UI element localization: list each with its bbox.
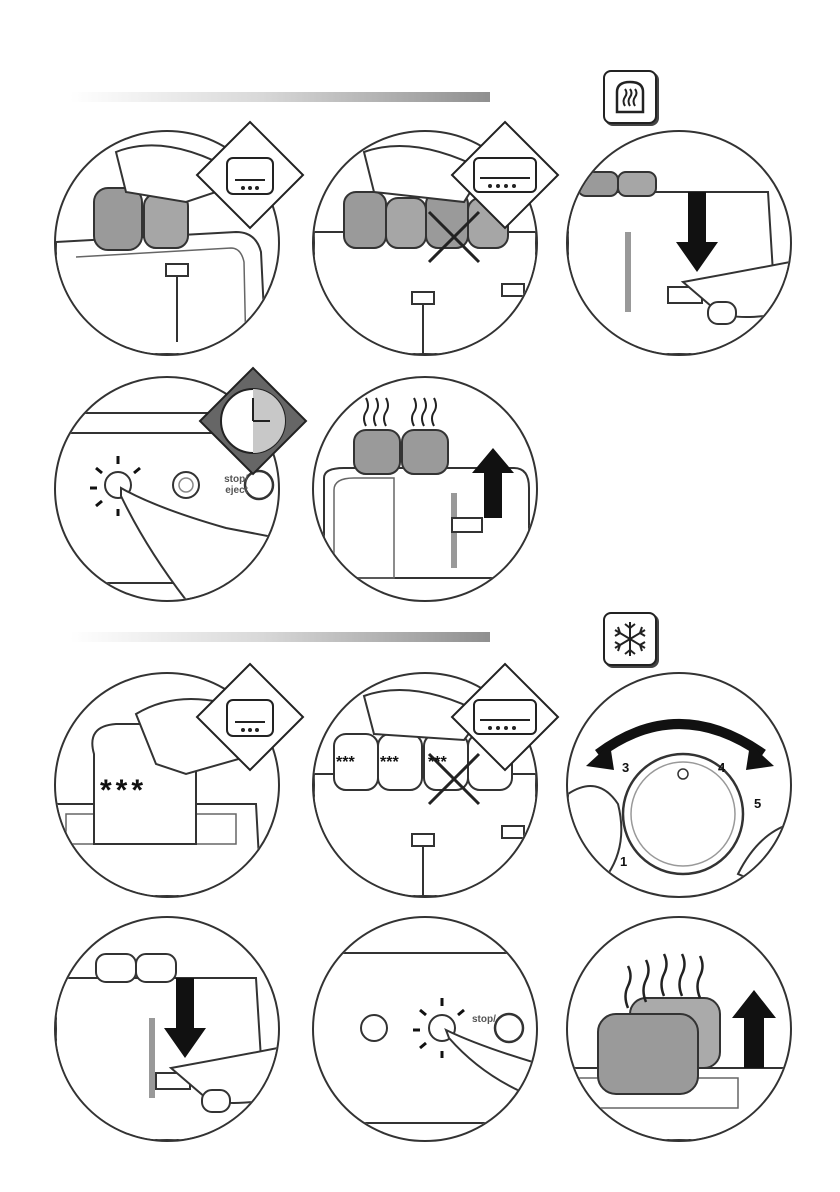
four-slot-toaster-diamond-icon	[450, 120, 560, 230]
two-slot-toaster-diamond-icon	[195, 120, 305, 230]
dial-number-5: 5	[754, 796, 761, 811]
four-slot-toaster-diamond-icon-2	[450, 662, 560, 772]
defrost-snowflake-mode-icon	[603, 612, 657, 666]
section-defrost-divider-bar	[70, 632, 490, 642]
section-toast-divider-bar	[70, 92, 490, 102]
frozen-stars-2: ***	[380, 754, 399, 772]
stop-eject-label: stop/ eject	[216, 474, 248, 496]
dial-number-4: 4	[718, 760, 725, 775]
step-toast-popup-panel	[312, 376, 538, 602]
step-browning-dial-panel: 3 4 5 1	[566, 672, 792, 898]
frozen-stars-1: ***	[336, 754, 355, 772]
step-press-defrost-button-panel: stop/	[312, 916, 538, 1142]
dial-number-3: 3	[622, 760, 629, 775]
timer-clock-diamond-icon	[198, 366, 308, 476]
step-frozen-toast-popup-panel	[566, 916, 792, 1142]
step-press-lever-frozen-panel	[54, 916, 280, 1142]
frozen-stars-3: ***	[428, 754, 447, 772]
stop-label: stop/	[472, 1014, 496, 1025]
toast-mode-icon	[603, 70, 657, 124]
dial-number-1: 1	[620, 854, 627, 869]
two-slot-toaster-diamond-icon-2	[195, 662, 305, 772]
step-press-lever-panel	[566, 130, 792, 356]
frozen-bread-stars: ***	[100, 774, 147, 808]
